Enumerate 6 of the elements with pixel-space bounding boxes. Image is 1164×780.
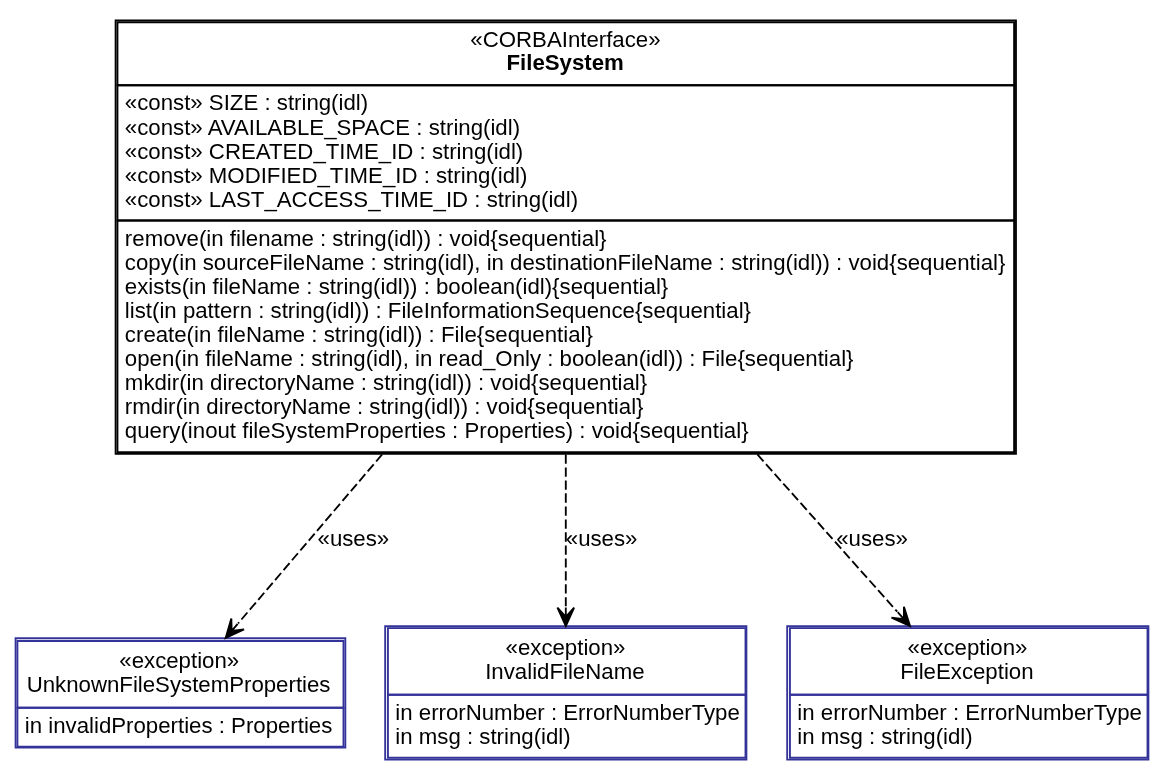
edge-label: «uses» [317,525,390,551]
arrow [556,453,576,627]
edge-label: «uses» [565,525,638,551]
arrow [756,453,911,627]
edge-label: «uses» [836,525,908,551]
arrow [224,453,384,639]
